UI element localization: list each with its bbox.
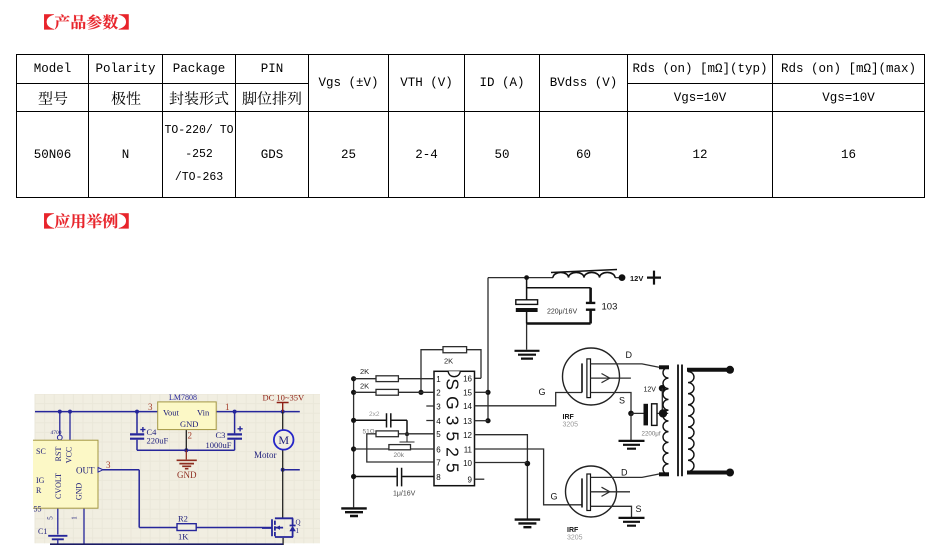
svg-text:Vout: Vout [163, 408, 180, 418]
svg-text:4: 4 [436, 417, 441, 426]
svg-text:2: 2 [436, 389, 441, 398]
svg-text:R2: R2 [178, 513, 188, 523]
svg-text:1μ/16V: 1μ/16V [393, 491, 416, 498]
svg-text:VCC: VCC [65, 447, 74, 463]
svg-text:12: 12 [463, 431, 472, 440]
svg-text:12V: 12V [630, 274, 643, 283]
svg-text:S: S [636, 504, 642, 514]
svg-text:RST: RST [54, 447, 63, 462]
svg-text:Vin: Vin [197, 408, 210, 418]
svg-text:7: 7 [436, 458, 441, 467]
svg-text:IRF: IRF [563, 414, 575, 421]
svg-text:8: 8 [436, 473, 441, 482]
svg-text:15: 15 [463, 389, 472, 398]
svg-text:3: 3 [106, 460, 111, 470]
svg-text:3: 3 [436, 402, 441, 411]
svg-text:GND: GND [75, 483, 84, 501]
svg-text:1000uF: 1000uF [206, 440, 232, 450]
svg-text:1: 1 [436, 375, 441, 384]
svg-text:103: 103 [602, 302, 618, 313]
svg-text:4700: 4700 [51, 430, 62, 436]
svg-text:C4: C4 [147, 427, 158, 437]
svg-text:2x2: 2x2 [369, 411, 380, 418]
svg-text:Q: Q [296, 519, 301, 527]
svg-text:IRF: IRF [567, 527, 579, 534]
svg-text:10: 10 [463, 459, 472, 468]
svg-text:13: 13 [463, 417, 472, 426]
svg-text:16: 16 [463, 375, 472, 384]
svg-text:S: S [619, 396, 625, 406]
svg-text:5: 5 [436, 430, 441, 439]
svg-text:CVOLT: CVOLT [54, 473, 63, 499]
svg-text:OUT: OUT [76, 466, 95, 476]
svg-text:2K: 2K [444, 357, 453, 366]
svg-text:G: G [539, 387, 546, 397]
svg-text:GND: GND [180, 419, 198, 429]
svg-text:G: G [551, 492, 558, 502]
svg-text:2200μf: 2200μf [642, 431, 661, 438]
svg-text:5: 5 [47, 516, 55, 520]
svg-text:55: 55 [34, 505, 42, 514]
svg-text:14: 14 [463, 402, 472, 411]
svg-text:IG: IG [36, 476, 45, 485]
svg-text:3205: 3205 [563, 422, 579, 429]
svg-text:LM7808: LM7808 [169, 394, 197, 402]
svg-text:6: 6 [436, 445, 441, 454]
svg-text:D: D [621, 468, 628, 478]
svg-text:GND: GND [177, 470, 197, 480]
svg-text:Motor: Motor [254, 450, 277, 460]
svg-text:3: 3 [148, 402, 153, 412]
svg-text:C1: C1 [38, 527, 47, 536]
svg-text:C3: C3 [216, 430, 226, 440]
svg-text:M: M [278, 433, 289, 447]
svg-text:2: 2 [188, 431, 193, 441]
svg-text:SC: SC [36, 447, 46, 456]
svg-text:D: D [626, 350, 633, 360]
svg-text:3205: 3205 [567, 535, 583, 542]
svg-text:20k: 20k [394, 452, 405, 459]
svg-text:2K: 2K [360, 367, 369, 376]
svg-text:51Ω: 51Ω [363, 428, 375, 435]
svg-text:DC 10~35V: DC 10~35V [263, 394, 306, 403]
svg-text:SG3525: SG3525 [443, 378, 463, 478]
svg-text:R: R [36, 486, 42, 495]
svg-text:1: 1 [225, 402, 230, 412]
svg-text:11: 11 [464, 445, 473, 454]
svg-text:2K: 2K [360, 382, 369, 391]
svg-text:12V: 12V [644, 387, 657, 394]
svg-text:220uF: 220uF [147, 436, 169, 446]
svg-text:220μ/16V: 220μ/16V [547, 309, 577, 316]
svg-text:1K: 1K [178, 532, 189, 542]
svg-text:9: 9 [468, 476, 473, 485]
svg-text:1: 1 [71, 516, 79, 520]
svg-text:1: 1 [296, 527, 300, 535]
